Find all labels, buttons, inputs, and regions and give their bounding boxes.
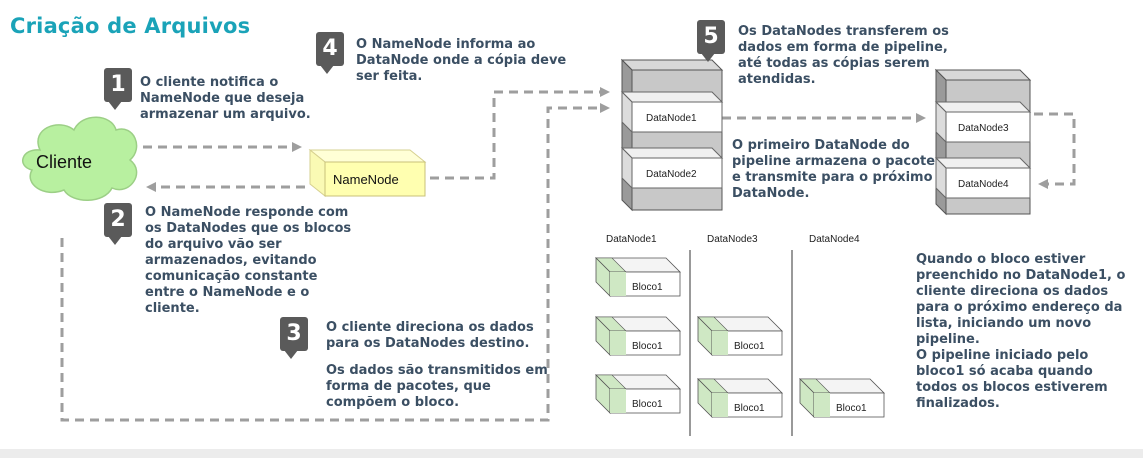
page-title: Criação de Arquivos	[10, 14, 251, 38]
step-2-text: O NameNode responde com os DataNodes que…	[145, 205, 352, 316]
block-c3-r3	[799, 378, 885, 418]
server-a-slot1-label: DataNode1	[646, 113, 697, 124]
namenode-box	[308, 148, 427, 198]
client-cloud	[22, 116, 138, 201]
column-header-datanode4: DataNode4	[809, 234, 860, 245]
block-c2-r3	[697, 378, 783, 418]
server-b-slot1-label: DataNode3	[958, 123, 1009, 134]
block-label-c1-r2: Bloco1	[632, 341, 663, 352]
block-c1-r1	[595, 257, 681, 297]
bottom-bar	[0, 449, 1143, 458]
step-5-badge: 5	[697, 20, 725, 62]
block-c2-r2	[697, 316, 783, 356]
arrow-namenode-to-datanode	[430, 87, 610, 180]
block-c1-r2	[595, 316, 681, 356]
block-c1-r3	[595, 374, 681, 414]
block-label-c1-r3: Bloco1	[632, 399, 663, 410]
block-label-c2-r2: Bloco1	[734, 341, 765, 352]
arrow-client-to-datanode	[60, 103, 610, 422]
step-4-badge: 4	[316, 32, 344, 74]
block-label-c1-r1: Bloco1	[632, 282, 663, 293]
block-label-c2-r3: Bloco1	[734, 403, 765, 414]
namenode-label: NameNode	[333, 172, 399, 187]
step-3-badge: 3	[280, 317, 308, 359]
column-header-datanode1: DataNode1	[606, 234, 657, 245]
step-1-badge: 1	[104, 68, 132, 110]
step-1-text: O cliente notifica o NameNode que deseja…	[140, 75, 311, 122]
server-b-slot2-label: DataNode4	[958, 179, 1009, 190]
column-header-datanode3: DataNode3	[707, 234, 758, 245]
right-note: Quando o bloco estiver preenchido no Dat…	[916, 252, 1126, 411]
step-2-badge: 2	[104, 203, 132, 245]
arrow-pipeline-loop	[1034, 112, 1076, 189]
server-rack-a	[620, 58, 724, 212]
step-4-text: O NameNode informa ao DataNode onde a có…	[356, 37, 567, 84]
pipeline-note: O primeiro DataNode do pipeline armazena…	[732, 138, 936, 201]
block-label-c3-r3: Bloco1	[836, 403, 867, 414]
server-rack-b	[934, 68, 1032, 216]
step-5-text: Os DataNodes transferem os dados em form…	[738, 24, 949, 87]
client-label: Cliente	[36, 152, 93, 172]
step-3-extra-text: Os dados são transmitidos em forma de pa…	[326, 363, 548, 410]
server-a-slot2-label: DataNode2	[646, 169, 697, 180]
step-3-text: O cliente direciona os dados para os Dat…	[326, 320, 534, 351]
